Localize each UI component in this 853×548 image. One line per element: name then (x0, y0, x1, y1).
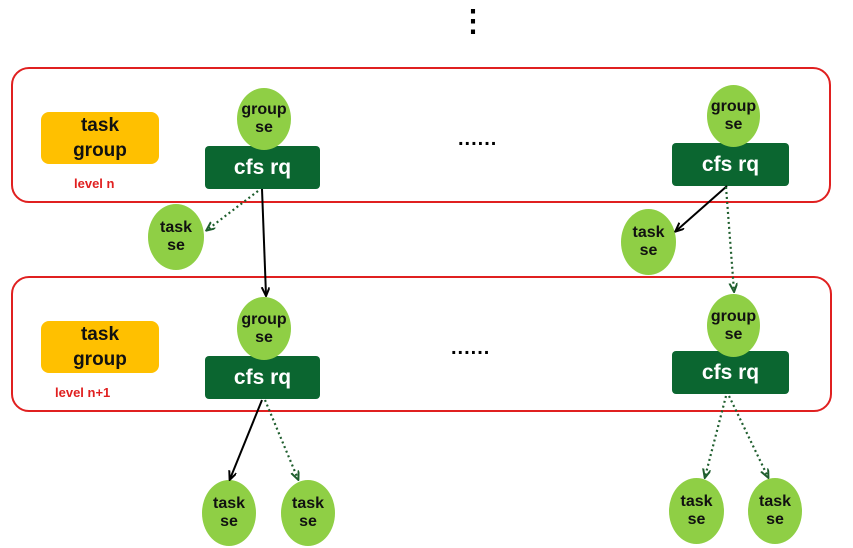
task-group-level-n: task group (41, 112, 159, 164)
task-se-line1: task (632, 224, 665, 241)
group-se-line2: se (724, 325, 743, 343)
group-se-level-n-left: group se (237, 88, 291, 150)
level-n-label: level n (74, 176, 115, 191)
group-se-level-n1-left: group se (237, 297, 291, 360)
top-ellipsis: ⋮ (458, 5, 489, 38)
level-n-ellipsis: ...... (458, 128, 498, 150)
task-se-line2: se (220, 513, 238, 530)
group-se-line2: se (255, 328, 273, 346)
task-se-line1: task (758, 493, 792, 510)
task-se-bottom-2: task se (281, 480, 335, 546)
task-se-line1: task (159, 219, 193, 236)
task-se-line2: se (299, 513, 317, 530)
task-se-bottom-1: task se (202, 480, 256, 546)
level-n1-box (11, 276, 832, 412)
arrow-dotted-n-right-down (724, 186, 734, 291)
arrow-dotted-n-left-task (207, 190, 259, 230)
level-n1-ellipsis: ...... (451, 337, 491, 359)
arrow-dotted-n1-right-task-1 (705, 395, 728, 477)
task-group-line2: group (73, 140, 127, 161)
task-se-line1: task (212, 495, 246, 512)
arrow-solid-n1-left-task (230, 399, 263, 479)
level-n1-label: level n+1 (55, 385, 111, 400)
task-se-level-n-right: task se (621, 209, 676, 275)
group-se-line1: group (241, 310, 287, 328)
task-se-line2: se (766, 511, 784, 528)
cfs-rq-level-n-right: cfs rq (672, 143, 789, 186)
task-group-line2: group (73, 349, 127, 370)
task-se-line2: se (167, 237, 185, 254)
task-se-bottom-3: task se (669, 478, 724, 544)
group-se-line1: group (710, 307, 757, 325)
group-se-line1: group (241, 101, 287, 118)
group-se-level-n1-right: group se (707, 294, 760, 357)
task-group-line1: task (80, 115, 120, 136)
cfs-rq-level-n1-right: cfs rq (672, 351, 789, 394)
task-se-line1: task (291, 495, 325, 512)
group-se-level-n-right: group se (707, 85, 760, 147)
cfs-rq-level-n1-left: cfs rq (205, 356, 320, 399)
task-se-line1: task (680, 493, 713, 510)
level-n-box (11, 67, 831, 203)
group-se-line1: group (710, 98, 757, 115)
task-se-bottom-4: task se (748, 478, 802, 544)
task-se-line2: se (639, 242, 658, 259)
task-group-line1: task (80, 324, 120, 345)
arrow-solid-n-right-task (676, 185, 728, 231)
task-se-line2: se (687, 511, 706, 528)
arrow-dotted-n1-right-task-2 (728, 395, 768, 477)
task-group-level-n1: task group (41, 321, 159, 373)
group-se-line2: se (255, 119, 273, 136)
arrow-dotted-n1-left-task (263, 399, 298, 479)
task-se-level-n-left: task se (148, 204, 204, 270)
arrow-solid-n-left-down (262, 188, 266, 295)
cfs-rq-level-n-left: cfs rq (205, 146, 320, 189)
group-se-line2: se (724, 116, 743, 133)
